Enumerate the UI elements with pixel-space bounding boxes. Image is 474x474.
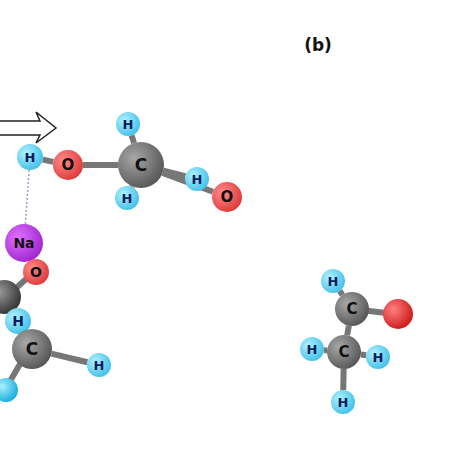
atom-symbol: H [338, 396, 349, 409]
bond [43, 160, 54, 162]
carbon-atom: C [335, 292, 369, 326]
bond [83, 162, 118, 168]
carbon-atom: C [12, 329, 52, 369]
atom-symbol: C [346, 302, 357, 317]
panel-label: (b) [304, 35, 332, 55]
oxygen-atom: O [23, 259, 49, 285]
hydrogen-atom-partial [0, 378, 18, 402]
hydrogen-atom: H [87, 353, 111, 377]
atom-symbol: H [25, 151, 36, 164]
hydrogen-atom: H [366, 345, 390, 369]
oxygen-atom-partial [383, 299, 413, 329]
atom-symbol: H [192, 173, 203, 186]
coordination-line [25, 170, 29, 224]
hydrogen-atom: H [300, 337, 324, 361]
atom-symbol: H [94, 359, 105, 372]
atom-symbol: H [328, 275, 339, 288]
atom-symbol: O [30, 265, 42, 279]
atom-symbol: H [373, 351, 384, 364]
sodium-atom: Na [5, 224, 43, 262]
atom-symbol: C [26, 341, 38, 358]
atom-symbol: C [135, 157, 147, 174]
atom-symbol: H [122, 192, 133, 205]
hydrogen-atom: H [185, 167, 209, 191]
atom-symbol: O [221, 190, 234, 205]
atom-symbol: H [307, 343, 318, 356]
hydrogen-atom: H [115, 186, 139, 210]
atom-symbol: H [12, 314, 24, 328]
hydrogen-atom: H [116, 112, 140, 136]
pointer-arrow [0, 112, 56, 143]
hydrogen-atom: H [331, 390, 355, 414]
bond [347, 326, 349, 336]
bond [340, 369, 346, 390]
hydrogen-atom: H [17, 144, 43, 170]
bond [51, 354, 87, 363]
atom-symbol: H [123, 118, 134, 131]
atom-symbol: O [62, 158, 75, 173]
atom-symbol: Na [13, 236, 34, 250]
oxygen-atom: O [53, 150, 83, 180]
carbon-atom: C [118, 142, 164, 188]
atom-symbol: C [338, 345, 349, 360]
carbon-atom: C [327, 335, 361, 369]
oxygen-atom: O [212, 182, 242, 212]
hydrogen-atom: H [321, 269, 345, 293]
